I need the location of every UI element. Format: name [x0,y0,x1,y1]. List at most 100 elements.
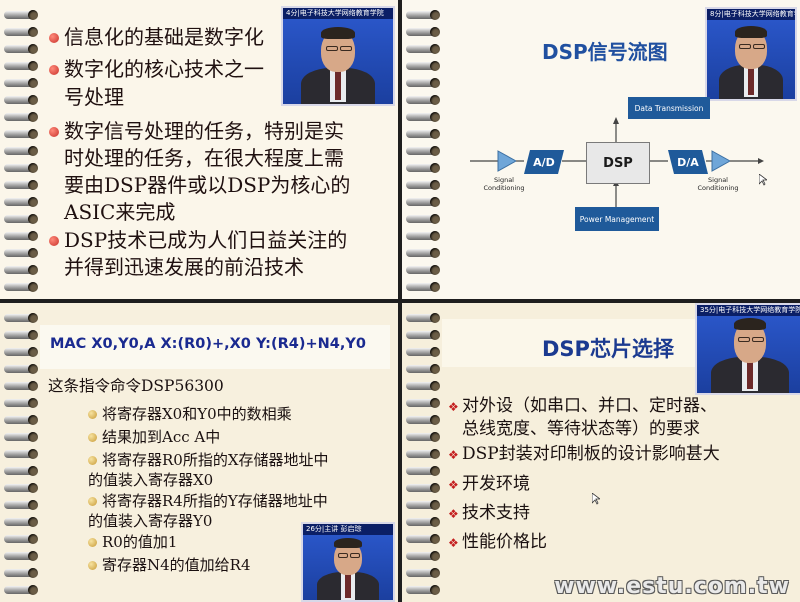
ad-converter-box: A/D [524,150,564,174]
slide-panel-3: MAC X0,Y0,A X:(R0)+,X0 Y:(R4)+N4,Y0 这条指令… [0,303,398,602]
binder-ring [4,78,38,88]
slide-title: DSP芯片选择 [542,337,674,361]
bullet-icon [49,127,59,137]
bullet-text: 数字信号处理的任务，特别是实 [64,119,344,143]
list-item: 的值装入寄存器Y0 [88,512,213,530]
mac-instruction: MAC X0,Y0,A X:(R0)+,X0 Y:(R4)+N4,Y0 [50,336,366,352]
binder-ring [406,129,440,139]
binder-ring [406,44,440,54]
list-item: 寄存器N4的值加给R4 [102,556,251,574]
bullet-icon [88,456,97,465]
lecturer-video[interactable]: 35分|电子科技大学网络教育学院 [695,303,800,395]
binder-ring [4,214,38,224]
binder-ring [4,61,38,71]
binder-ring [4,129,38,139]
instruction-intro: 这条指令命令DSP56300 [48,377,224,395]
slide-panel-1: 信息化的基础是数字化 数字化的核心技术之一 号处理 数字信号处理的任务，特别是实… [0,0,398,299]
binder-rings [402,303,446,602]
bullet-icon [88,561,97,570]
instruction-banner [40,325,390,369]
dsp-box: DSP [586,142,650,184]
diamond-bullet-icon: ❖ [448,507,459,521]
lecturer-video[interactable]: 8分|电子科技大学网络教育学院 [705,7,797,101]
bullet-text: DSP技术已成为人们日益关注的 [64,228,348,252]
binder-ring [4,466,38,476]
binder-ring [406,483,440,493]
binder-ring [4,585,38,595]
binder-ring [406,265,440,275]
binder-ring [406,95,440,105]
binder-ring [4,44,38,54]
bullet-text: 并得到迅速发展的前沿技术 [64,255,304,279]
binder-ring [4,265,38,275]
binder-ring [406,432,440,442]
binder-ring [406,568,440,578]
binder-ring [406,214,440,224]
binder-ring [406,500,440,510]
bullet-icon [49,33,59,43]
site-watermark: www.estu.com.tw [554,574,790,599]
binder-ring [4,330,38,340]
lecturer-figure [283,8,393,104]
bullet-text: 号处理 [64,85,124,109]
binder-ring [406,282,440,292]
video-caption: 35分|电子科技大学网络教育学院 [697,305,800,316]
binder-ring [406,27,440,37]
lecturer-figure [697,305,800,393]
lecturer-figure [303,524,393,600]
binder-ring [406,398,440,408]
binder-ring [4,197,38,207]
binder-rings [0,303,44,602]
bullet-icon [88,433,97,442]
list-item: DSP封装对印制板的设计影响甚大 [462,444,720,464]
binder-ring [406,449,440,459]
video-caption: 26分|主讲 彭启琮 [303,524,393,535]
diagram-connectors [470,117,764,207]
binder-ring [406,330,440,340]
mouse-cursor-icon [759,174,767,186]
binder-ring [4,415,38,425]
list-item: 对外设（如串口、并口、定时器、 [462,396,717,416]
diamond-bullet-icon: ❖ [448,478,459,492]
binder-ring [4,483,38,493]
binder-ring [4,163,38,173]
binder-ring [406,364,440,374]
list-item: 技术支持 [462,503,530,523]
list-item: 结果加到Acc A中 [102,428,221,446]
binder-ring [406,466,440,476]
list-item: 开发环境 [462,474,530,494]
binder-ring [406,10,440,20]
binder-ring [406,78,440,88]
binder-ring [406,248,440,258]
binder-ring [4,534,38,544]
diamond-bullet-icon: ❖ [448,448,459,462]
binder-ring [406,313,440,323]
bullet-icon [49,65,59,75]
diamond-bullet-icon: ❖ [448,400,459,414]
binder-ring [406,347,440,357]
lecturer-video[interactable]: 4分|电子科技大学网络教育学院 [281,6,395,106]
slide-title: DSP信号流图 [542,40,668,64]
binder-ring [4,146,38,156]
lecturer-video[interactable]: 26分|主讲 彭启琮 [301,522,395,602]
data-transmission-box: Data Transmission [628,97,710,119]
binder-ring [406,517,440,527]
binder-ring [406,61,440,71]
list-item: 将寄存器R0所指的X存储器地址中 [102,451,329,469]
binder-ring [4,180,38,190]
title-banner [442,319,702,367]
list-item: 总线宽度、等待状态等）的要求 [462,419,700,439]
binder-ring [4,347,38,357]
list-item: 性能价格比 [462,532,547,552]
power-management-box: Power Management [575,207,659,231]
binder-ring [4,500,38,510]
binder-ring [406,415,440,425]
binder-ring [406,551,440,561]
binder-rings [402,0,446,299]
bullet-text: 信息化的基础是数字化 [64,25,264,49]
binder-ring [4,449,38,459]
list-item: 的值装入寄存器X0 [88,471,214,489]
binder-ring [406,231,440,241]
slide-panel-4: DSP芯片选择 35分|电子科技大学网络教育学院 ❖ 对外设（如串口、并口、定时… [402,303,800,602]
binder-ring [4,27,38,37]
